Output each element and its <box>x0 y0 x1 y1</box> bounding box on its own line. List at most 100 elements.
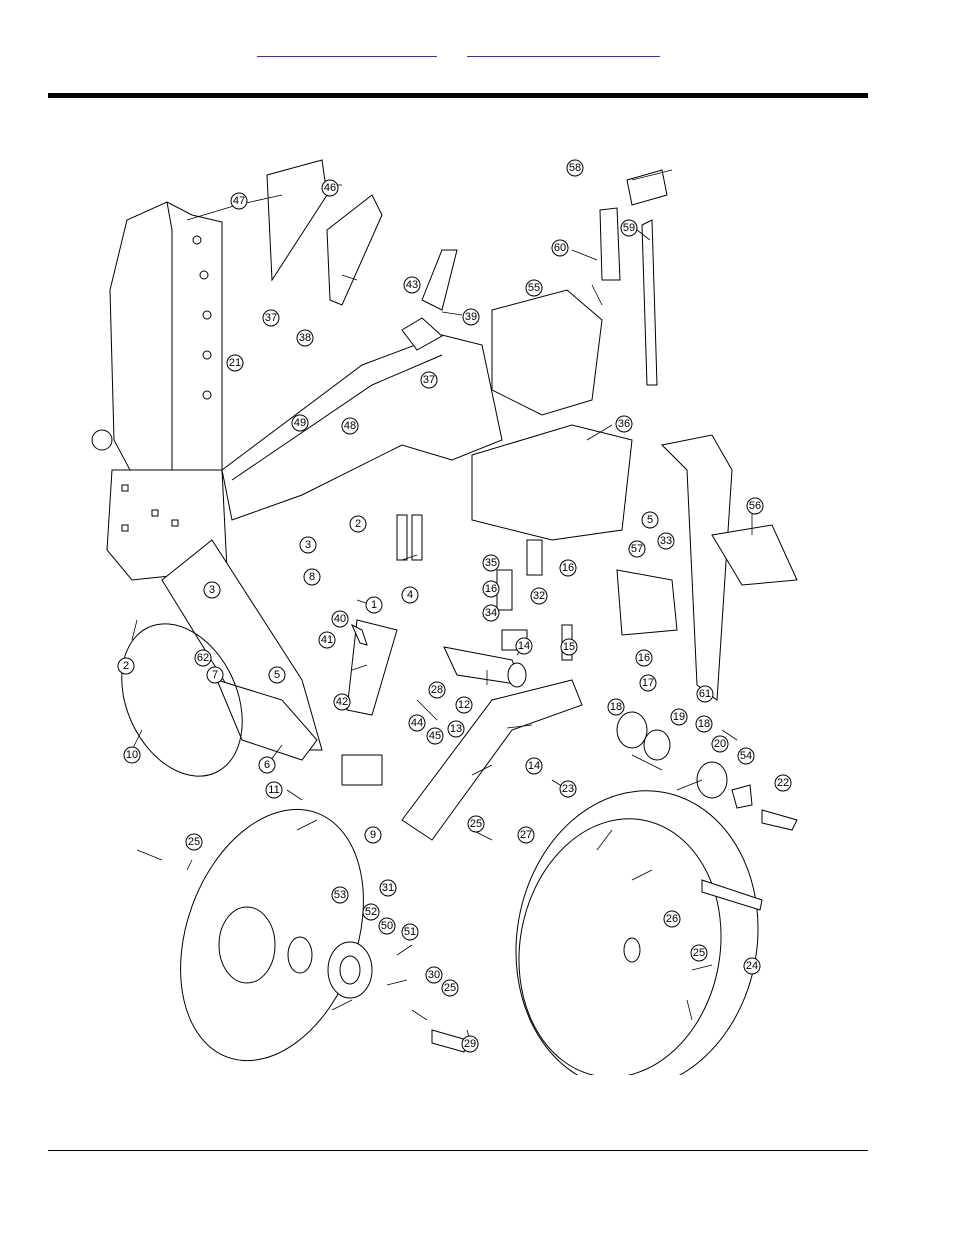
svg-text:51: 51 <box>404 926 416 938</box>
svg-text:17: 17 <box>642 677 654 689</box>
svg-text:30: 30 <box>428 969 440 981</box>
svg-text:27: 27 <box>520 829 532 841</box>
callout-3: 3 <box>299 536 317 554</box>
callout-20: 20 <box>711 735 729 753</box>
callout-56: 56 <box>746 497 764 515</box>
svg-text:25: 25 <box>693 947 705 959</box>
gauge-wheel <box>515 790 759 1075</box>
svg-text:23: 23 <box>562 783 574 795</box>
callout-60: 60 <box>551 239 569 257</box>
svg-text:22: 22 <box>777 777 789 789</box>
callout-9: 9 <box>364 826 382 844</box>
svg-text:28: 28 <box>431 684 443 696</box>
svg-text:29: 29 <box>464 1038 476 1050</box>
callout-37: 37 <box>262 309 280 327</box>
callout-24: 24 <box>743 957 761 975</box>
svg-text:7: 7 <box>212 669 218 681</box>
svg-text:50: 50 <box>381 920 393 932</box>
callout-37: 37 <box>420 371 438 389</box>
svg-text:33: 33 <box>660 535 672 547</box>
callout-51: 51 <box>401 923 419 941</box>
callout-31: 31 <box>379 879 397 897</box>
svg-text:43: 43 <box>406 279 418 291</box>
callout-2: 2 <box>349 515 367 533</box>
svg-text:8: 8 <box>309 571 315 583</box>
callout-8: 8 <box>303 568 321 586</box>
callout-22: 22 <box>774 774 792 792</box>
callout-25: 25 <box>690 944 708 962</box>
callout-45: 45 <box>426 727 444 745</box>
svg-text:37: 37 <box>423 374 435 386</box>
header-link-left[interactable] <box>257 44 437 57</box>
header-link-right[interactable] <box>467 44 660 57</box>
callout-12: 12 <box>455 696 473 714</box>
svg-text:58: 58 <box>569 162 581 174</box>
callout-44: 44 <box>408 714 426 732</box>
callout-16: 16 <box>482 580 500 598</box>
callout-16: 16 <box>635 649 653 667</box>
row-unit-frame <box>91 201 228 581</box>
callout-52: 52 <box>362 903 380 921</box>
bottom-rule <box>48 1150 868 1151</box>
svg-text:36: 36 <box>618 418 630 430</box>
callout-40: 40 <box>331 610 349 628</box>
svg-text:16: 16 <box>485 583 497 595</box>
callout-1: 1 <box>365 596 383 614</box>
top-rule <box>48 93 868 98</box>
callout-18: 18 <box>607 698 625 716</box>
svg-text:19: 19 <box>673 711 685 723</box>
callout-3: 3 <box>203 581 221 599</box>
svg-text:49: 49 <box>294 417 306 429</box>
callout-25: 25 <box>467 815 485 833</box>
svg-text:60: 60 <box>554 242 566 254</box>
opener-disc <box>180 808 373 1062</box>
svg-text:24: 24 <box>746 960 758 972</box>
callout-33: 33 <box>657 532 675 550</box>
svg-text:14: 14 <box>528 760 540 772</box>
svg-text:48: 48 <box>344 420 356 432</box>
callout-39: 39 <box>462 308 480 326</box>
callout-5: 5 <box>641 511 659 529</box>
callout-6: 6 <box>258 756 276 774</box>
svg-text:54: 54 <box>740 750 752 762</box>
svg-text:59: 59 <box>623 222 635 234</box>
callout-17: 17 <box>639 674 657 692</box>
callout-48: 48 <box>341 417 359 435</box>
callout-23: 23 <box>559 780 577 798</box>
seed-tube-guard <box>471 289 798 701</box>
svg-text:44: 44 <box>411 717 423 729</box>
callout-25: 25 <box>441 979 459 997</box>
svg-text:6: 6 <box>264 759 270 771</box>
svg-text:16: 16 <box>638 652 650 664</box>
svg-text:20: 20 <box>714 738 726 750</box>
callout-43: 43 <box>403 276 421 294</box>
callout-15: 15 <box>560 638 578 656</box>
svg-text:1: 1 <box>371 599 377 611</box>
callout-58: 58 <box>566 159 584 177</box>
callout-57: 57 <box>628 540 646 558</box>
svg-text:62: 62 <box>197 652 209 664</box>
callout-2: 2 <box>117 657 135 675</box>
svg-text:56: 56 <box>749 500 761 512</box>
callout-42: 42 <box>333 693 351 711</box>
svg-text:38: 38 <box>299 332 311 344</box>
callout-4: 4 <box>401 586 419 604</box>
svg-text:40: 40 <box>334 613 346 625</box>
svg-text:46: 46 <box>324 182 336 194</box>
callout-32: 32 <box>530 587 548 605</box>
main-arm <box>221 317 503 521</box>
svg-text:25: 25 <box>444 982 456 994</box>
svg-text:61: 61 <box>699 688 711 700</box>
svg-text:14: 14 <box>518 640 530 652</box>
svg-text:3: 3 <box>305 539 311 551</box>
svg-text:42: 42 <box>336 696 348 708</box>
svg-text:41: 41 <box>321 634 333 646</box>
callout-55: 55 <box>525 279 543 297</box>
svg-text:2: 2 <box>355 518 361 530</box>
svg-text:47: 47 <box>233 195 245 207</box>
callout-62: 62 <box>194 649 212 667</box>
callout-61: 61 <box>696 685 714 703</box>
callout-26: 26 <box>663 910 681 928</box>
svg-text:9: 9 <box>370 829 376 841</box>
svg-text:55: 55 <box>528 282 540 294</box>
